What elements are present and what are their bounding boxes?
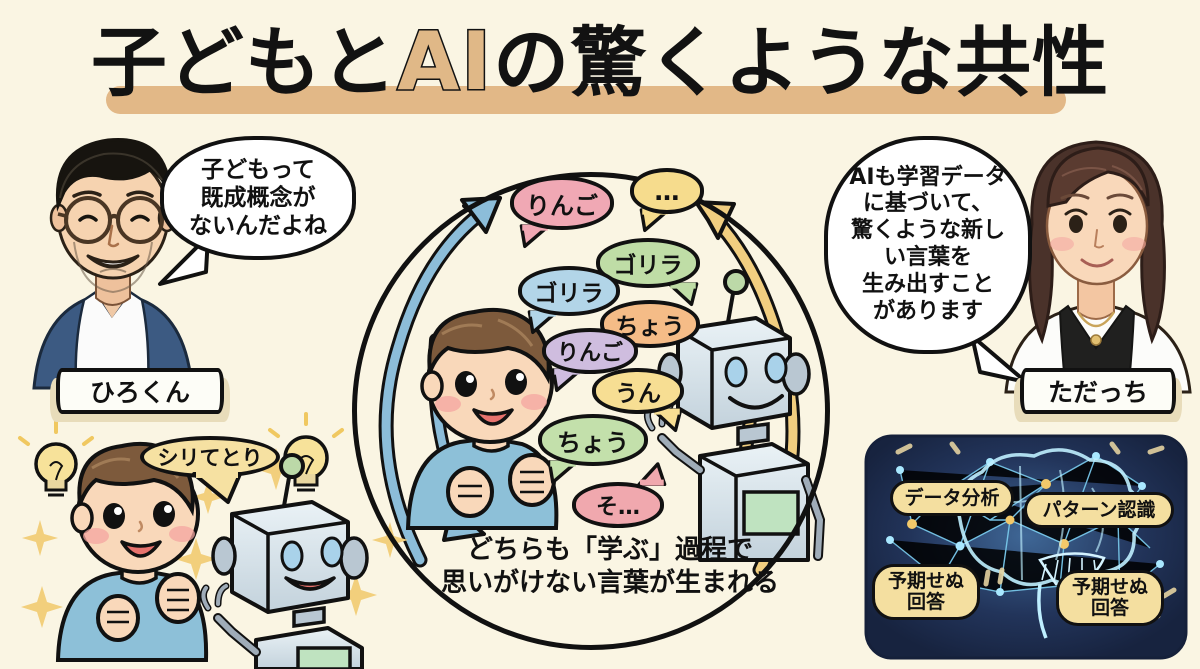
lower-left-boy-illustration [55,441,209,662]
center-caption: どちらも「学ぶ」過程で 思いがけない言葉が生まれる [430,534,790,601]
word-bubble: りんご [510,176,614,230]
right-bubble-line-1: AIも学習データ [849,164,1007,190]
right-bubble-line-2: に基づいて、 [862,191,994,217]
word-bubble-text: ゴリラ [613,253,683,279]
cycle-arrow-left [378,196,502,568]
brain-label-unexpected-answer-1: 予期せぬ 回答 [872,564,980,620]
word-bubble-tail [637,462,667,487]
caption-line-2: 思いがけない言葉が生まれる [440,568,779,599]
title-text: 子どもとAIの驚くような共性 [0,14,1200,111]
shiritori-label-bubble: シリてとり [140,436,280,478]
brain-label-unexpected-1-line2: 回答 [906,591,945,613]
word-bubble: ゴリラ [518,266,620,316]
word-bubble: … [630,168,704,214]
word-bubble-text: そ… [595,495,640,520]
word-bubble: りんご [542,328,638,374]
word-bubble-text: りんご [556,341,623,366]
word-bubble-text: ちょう [557,428,629,457]
left-bubble-line-3: ないんだよね [189,213,327,240]
left-person-name-banner: ひろくん [56,368,224,414]
brain-label-unexpected-2-line1: 予期せぬ [1071,576,1148,599]
lower-left-robot-illustration [199,453,369,669]
word-bubble-text: りんご [526,191,598,220]
title-highlight-bar [106,86,1066,114]
word-bubble: ちょう [538,414,648,466]
word-bubble: そ… [572,482,664,528]
right-person-name-banner: ただっち [1020,368,1176,414]
right-person-name: ただっち [1047,378,1148,407]
right-bubble-line-4: い言葉を [883,245,972,270]
title-ai: AI [396,14,494,110]
shiritori-label-text: シリてとり [157,446,263,470]
word-bubble: うん [592,368,684,414]
right-bubble-line-3: 驚くような新し [850,218,1005,244]
page-title: 子どもとAIの驚くような共性 [0,14,1200,114]
title-part2: の驚くような共性 [493,18,1110,107]
caption-line-1: どちらも「学ぶ」過程で [466,535,753,565]
brain-label-unexpected-answer-2: 予期せぬ 回答 [1056,570,1164,626]
left-person-name: ひろくん [89,378,190,407]
right-person-speech-bubble: AIも学習データ に基づいて、 驚くような新し い言葉を 生み出すこと がありま… [824,136,1032,354]
left-bubble-line-2: 既成概念が [200,184,316,211]
left-person-avatar [32,137,194,390]
word-bubble-tail [667,282,699,307]
right-bubble-tail [970,334,1028,384]
right-bubble-line-5: 生み出すこと [861,271,994,297]
shiritori-bubble-tail [192,472,242,504]
center-robot-illustration [643,269,826,562]
brain-label-unexpected-1-line1: 予期せぬ [887,570,964,593]
lightbulb-icon-left [18,420,94,497]
left-bubble-line-1: 子どもって [201,156,315,183]
brain-panel-border [864,434,1188,660]
brain-label-unexpected-2-line2: 回答 [1090,597,1129,619]
center-boy-illustration [405,307,559,530]
word-bubble-text: ゴリラ [534,281,604,307]
brain-label-pattern-recognition-text: パターン認識 [1042,498,1156,521]
right-bubble-line-6: があります [872,298,983,324]
word-bubble-text: うん [615,381,661,407]
brain-label-data-analysis: データ分析 [890,480,1014,516]
brain-label-pattern-recognition: パターン認識 [1024,492,1174,528]
left-person-speech-bubble: 子どもって 既成概念が ないんだよね [160,136,356,260]
word-bubble-text: … [654,176,680,206]
title-part1: 子どもと [90,18,398,107]
brain-label-data-analysis-text: データ分析 [904,486,1000,509]
